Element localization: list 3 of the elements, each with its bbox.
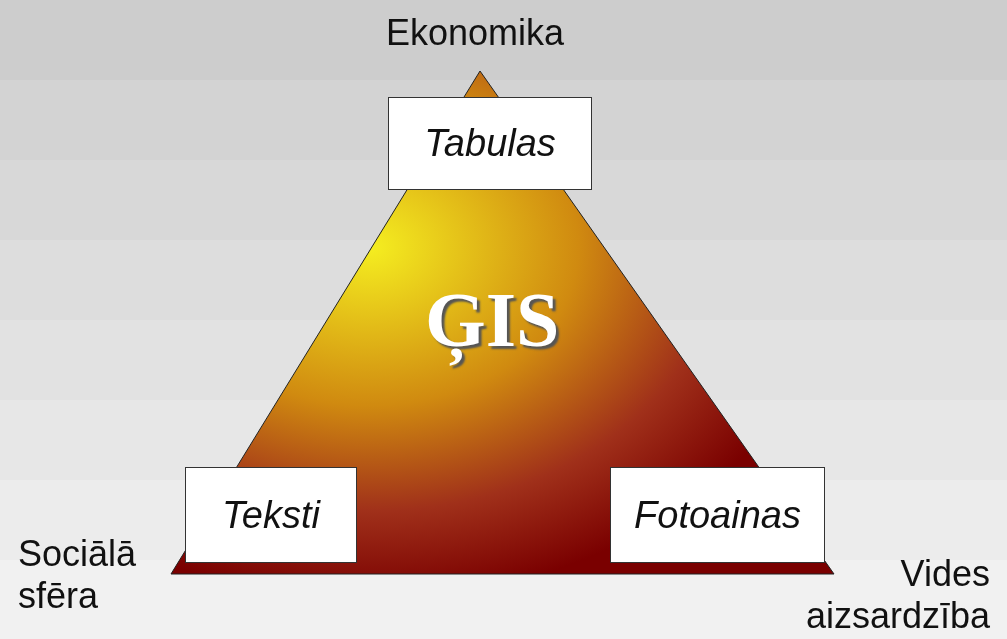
triangle-title: ĢIS bbox=[425, 275, 560, 365]
corner-label: Ekonomika bbox=[384, 12, 566, 54]
corner-label: Sociālā sfēra bbox=[18, 533, 138, 617]
